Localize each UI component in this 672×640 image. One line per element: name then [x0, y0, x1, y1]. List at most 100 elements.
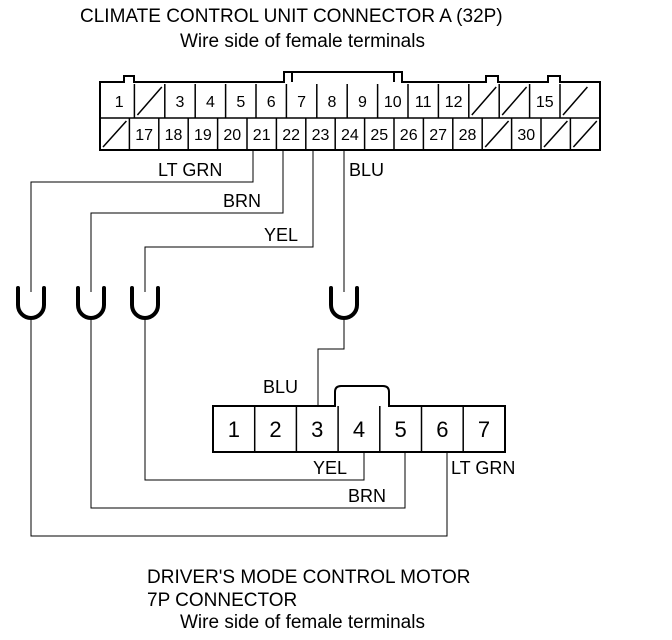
unused-cavity-slash — [471, 86, 497, 116]
connector-b-title-line2: 7P CONNECTOR — [147, 590, 298, 611]
pin-number: 5 — [395, 417, 407, 442]
pin-number: 22 — [282, 127, 300, 144]
cavity: 6 — [420, 406, 448, 452]
cavity: 10 — [376, 84, 402, 118]
pin-number: 4 — [206, 94, 215, 111]
unused-cavity-slash — [102, 120, 127, 148]
pin-number: 17 — [135, 127, 153, 144]
cavity — [468, 84, 497, 118]
cavity: 5 — [224, 84, 245, 118]
cavity — [559, 84, 588, 118]
pin-number: 26 — [400, 127, 418, 144]
cavity — [481, 118, 510, 150]
pin-number: 6 — [267, 94, 276, 111]
cavity — [540, 118, 568, 150]
label-lt-grn-a: LT GRN — [158, 160, 222, 180]
cavity: 21 — [246, 118, 271, 150]
pin-number: 24 — [341, 127, 359, 144]
cavity: 4 — [194, 84, 215, 118]
cavity: 4 — [337, 406, 365, 452]
splice-1 — [16, 286, 46, 320]
unused-cavity-slash — [501, 86, 528, 116]
pin-number: 15 — [536, 94, 554, 111]
cavity — [569, 118, 598, 150]
cavity: 1 — [115, 94, 124, 111]
unused-cavity-slash — [136, 86, 163, 116]
cavity — [133, 84, 163, 118]
pin-number: 10 — [384, 94, 402, 111]
connector-b-subtitle: Wire side of female terminals — [180, 612, 425, 633]
wire-lt-grn — [30, 150, 254, 292]
pin-number: 3 — [311, 417, 323, 442]
cavity: 2 — [253, 406, 282, 452]
connector-a-title: CLIMATE CONTROL UNIT CONNECTOR A (32P) — [80, 6, 503, 27]
pin-number: 19 — [194, 127, 212, 144]
cavity: 7 — [462, 406, 490, 452]
pin-number: 20 — [223, 127, 241, 144]
label-brn-b: BRN — [348, 486, 386, 506]
pin-number: 3 — [176, 94, 185, 111]
pin-number: 11 — [415, 94, 432, 111]
cavity: 3 — [295, 406, 323, 452]
cavity: 27 — [422, 118, 447, 150]
connector-a-bottom-row: 17 18 19 20 21 22 23 24 25 26 27 28 30 — [102, 118, 598, 150]
pin-number: 7 — [297, 94, 306, 111]
pin-number: 4 — [353, 417, 365, 442]
pin-number: 8 — [328, 94, 337, 111]
cavity: 22 — [275, 118, 300, 150]
cavity: 18 — [158, 118, 183, 150]
connector-a — [99, 71, 601, 151]
cavity: 24 — [334, 118, 359, 150]
cavity: 9 — [346, 84, 367, 118]
pin-number: 5 — [236, 94, 245, 111]
unused-cavity-slash — [543, 120, 568, 148]
cavity: 17 — [128, 118, 153, 150]
splices — [16, 286, 359, 320]
cavity — [498, 84, 528, 118]
cavity: 7 — [285, 84, 306, 118]
pin-number: 1 — [115, 94, 124, 111]
pin-number: 21 — [253, 127, 271, 144]
cavity: 6 — [255, 84, 276, 118]
unused-cavity-slash — [572, 120, 598, 148]
wire-brn — [90, 150, 284, 292]
connector-a-subtitle: Wire side of female terminals — [180, 31, 425, 52]
pin-number: 25 — [370, 127, 388, 144]
cavity: 20 — [216, 118, 241, 150]
label-yel-a: YEL — [264, 225, 298, 245]
cavity: 19 — [187, 118, 212, 150]
unused-cavity-slash — [562, 86, 588, 116]
cavity: 12 — [437, 84, 463, 118]
pin-number: 6 — [436, 417, 448, 442]
cavity: 11 — [407, 84, 432, 118]
cavity: 5 — [379, 406, 407, 452]
connector-a-top-row: 1 3 4 5 6 7 8 9 10 11 12 15 — [115, 84, 588, 118]
cavity: 28 — [452, 118, 477, 150]
pin-number: 23 — [312, 127, 330, 144]
label-lt-grn-b: LT GRN — [451, 458, 515, 478]
pin-number: 30 — [517, 127, 535, 144]
pin-number: 2 — [269, 417, 281, 442]
label-brn-a: BRN — [223, 191, 261, 211]
cavity: 30 — [510, 118, 535, 150]
pin-number: 27 — [429, 127, 447, 144]
pin-number: 7 — [478, 417, 490, 442]
cavity: 8 — [316, 84, 337, 118]
cavity: 3 — [164, 84, 185, 118]
pin-number: 9 — [358, 94, 367, 111]
connector-b — [212, 385, 506, 453]
cavity: 1 — [228, 417, 240, 442]
connector-b-pins: 1 2 3 4 5 6 7 — [228, 406, 490, 452]
pin-number: 18 — [165, 127, 183, 144]
pin-number: 28 — [459, 127, 477, 144]
pin-number: 12 — [445, 94, 463, 111]
splice-3 — [130, 286, 160, 320]
connector-b-title-line1: DRIVER'S MODE CONTROL MOTOR — [147, 567, 471, 588]
splice-2 — [76, 286, 106, 320]
label-blu-b: BLU — [263, 377, 298, 397]
label-yel-b: YEL — [313, 458, 347, 478]
cavity — [102, 120, 127, 148]
splice-4 — [329, 286, 359, 320]
wire-yel — [144, 150, 314, 292]
